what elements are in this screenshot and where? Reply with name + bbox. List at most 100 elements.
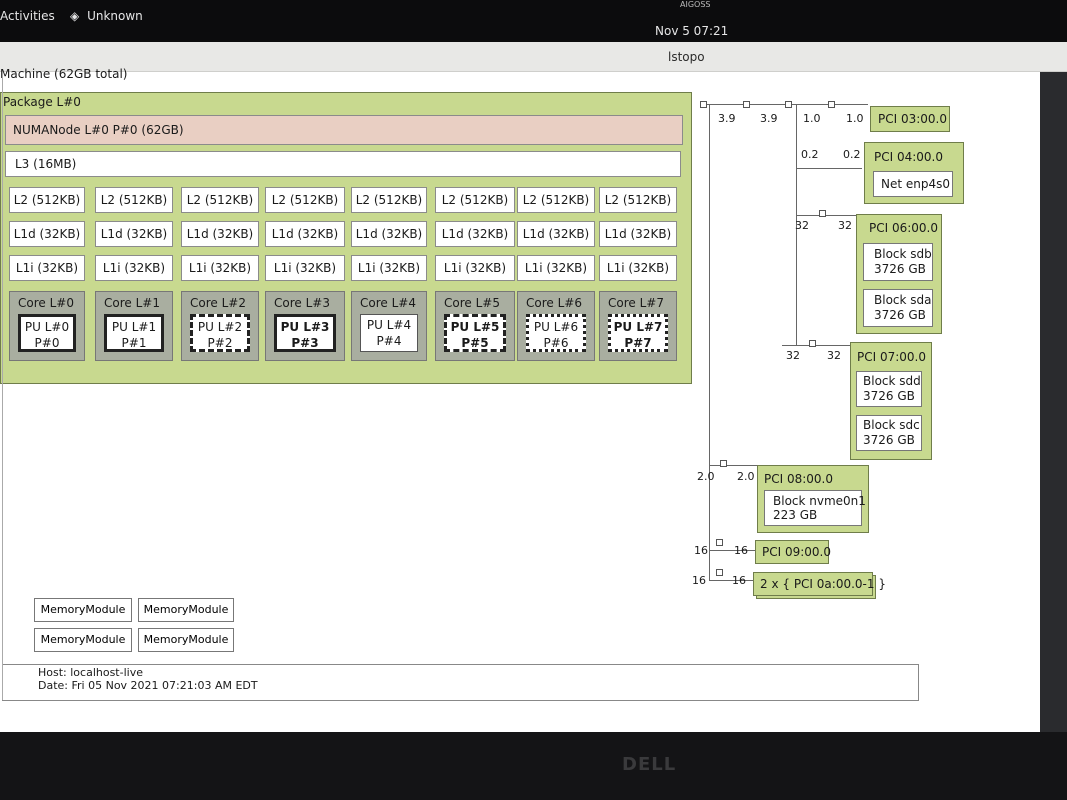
footer-host: Host: localhost-live <box>38 666 143 679</box>
pci-06-box[interactable]: PCI 06:00.0 Block sdb 3726 GB Block sda … <box>856 214 942 334</box>
net-device-box[interactable]: Net enp4s0 <box>873 171 953 197</box>
l1i-cache-box[interactable]: L1i (32KB) <box>599 255 677 281</box>
l1d-cache-label: L1d (32KB) <box>271 227 339 241</box>
core-label: Core L#5 <box>444 296 500 310</box>
l2-cache-label: L2 (512KB) <box>13 193 81 207</box>
clock[interactable]: Nov 5 07:21 <box>655 24 729 38</box>
bridge-port <box>716 539 723 546</box>
pci-07-box[interactable]: PCI 07:00.0 Block sdd 3726 GB Block sdc … <box>850 342 932 460</box>
pci-03-box[interactable]: PCI 03:00.0 <box>870 106 950 132</box>
bridge-port <box>785 101 792 108</box>
l1d-cache-box[interactable]: L1d (32KB) <box>351 221 427 247</box>
app-menu-label: Unknown <box>87 9 143 23</box>
pci-04-box[interactable]: PCI 04:00.0 Net enp4s0 <box>864 142 964 204</box>
l1d-cache-box[interactable]: L1d (32KB) <box>95 221 173 247</box>
block-sdd-box[interactable]: Block sdd 3726 GB <box>856 371 922 407</box>
link-06 <box>796 215 856 216</box>
block-sda-name: Block sda <box>874 293 932 307</box>
l1i-cache-box[interactable]: L1i (32KB) <box>351 255 427 281</box>
memory-module[interactable]: MemoryModule <box>34 598 132 622</box>
memory-module[interactable]: MemoryModule <box>138 628 234 652</box>
link-09 <box>709 550 755 551</box>
pci-06-label: PCI 06:00.0 <box>869 221 938 235</box>
block-sda-box[interactable]: Block sda 3726 GB <box>863 289 933 327</box>
numa-node-box[interactable]: NUMANode L#0 P#0 (62GB) <box>5 115 683 145</box>
machine-label: Machine (62GB total) <box>0 67 128 81</box>
l1d-cache-label: L1d (32KB) <box>355 227 423 241</box>
link-0a <box>709 580 753 581</box>
l1i-cache-box[interactable]: L1i (32KB) <box>435 255 515 281</box>
pu-label: PU L#6 <box>533 320 579 334</box>
app-menu[interactable]: ◈ Unknown <box>70 9 143 23</box>
l2-cache-box[interactable]: L2 (512KB) <box>265 187 345 213</box>
block-nvme-size: 223 GB <box>773 508 818 522</box>
link-03-right: 1.0 <box>846 112 864 125</box>
l1d-cache-box[interactable]: L1d (32KB) <box>517 221 595 247</box>
pu-label: PU L#4 <box>366 318 412 332</box>
l1d-cache-box[interactable]: L1d (32KB) <box>9 221 85 247</box>
pu-physical-index: P#5 <box>461 336 489 350</box>
l2-cache-label: L2 (512KB) <box>522 193 590 207</box>
l1d-cache-box[interactable]: L1d (32KB) <box>599 221 677 247</box>
l2-cache-box[interactable]: L2 (512KB) <box>351 187 427 213</box>
l2-cache-box[interactable]: L2 (512KB) <box>517 187 595 213</box>
l1i-cache-box[interactable]: L1i (32KB) <box>95 255 173 281</box>
l2-cache-box[interactable]: L2 (512KB) <box>599 187 677 213</box>
l1i-cache-box[interactable]: L1i (32KB) <box>265 255 345 281</box>
memory-module[interactable]: MemoryModule <box>34 628 132 652</box>
pci-09-box[interactable]: PCI 09:00.0 <box>755 540 831 564</box>
l2-cache-label: L2 (512KB) <box>355 193 423 207</box>
l1d-cache-box[interactable]: L1d (32KB) <box>435 221 515 247</box>
l2-cache-box[interactable]: L2 (512KB) <box>9 187 85 213</box>
link-06-right: 32 <box>838 219 852 232</box>
l3-cache-label: L3 (16MB) <box>15 157 77 171</box>
bridge-port <box>720 460 727 467</box>
footer-bottom-border <box>2 700 919 701</box>
l2-cache-box[interactable]: L2 (512KB) <box>181 187 259 213</box>
l1d-cache-box[interactable]: L1d (32KB) <box>181 221 259 247</box>
l1i-cache-box[interactable]: L1i (32KB) <box>9 255 85 281</box>
link-07 <box>782 345 850 346</box>
link-07-left: 32 <box>786 349 800 362</box>
l2-cache-box[interactable]: L2 (512KB) <box>435 187 515 213</box>
activities-button[interactable]: Activities <box>0 9 55 23</box>
pci-08-box[interactable]: PCI 08:00.0 Block nvme0n1 223 GB <box>757 465 869 533</box>
dell-logo: DELL <box>622 754 677 775</box>
link-08-left: 2.0 <box>697 470 715 483</box>
block-nvme-box[interactable]: Block nvme0n1 223 GB <box>764 490 866 526</box>
l1d-cache-box[interactable]: L1d (32KB) <box>265 221 345 247</box>
l1i-cache-box[interactable]: L1i (32KB) <box>517 255 595 281</box>
l3-cache-box[interactable]: L3 (16MB) <box>5 151 681 177</box>
pci-0a-box[interactable]: 2 x { PCI 0a:00.0-1 } <box>753 572 886 596</box>
l1i-cache-box[interactable]: L1i (32KB) <box>181 255 259 281</box>
block-sdb-box[interactable]: Block sdb 3726 GB <box>863 243 933 281</box>
package-box[interactable]: Package L#0 NUMANode L#0 P#0 (62GB) L3 (… <box>0 92 692 384</box>
core-label: Core L#0 <box>18 296 74 310</box>
l2-cache-label: L2 (512KB) <box>100 193 168 207</box>
l1i-cache-label: L1i (32KB) <box>524 261 588 275</box>
window-titlebar[interactable]: lstopo <box>0 42 1067 72</box>
l1i-cache-label: L1i (32KB) <box>443 261 507 275</box>
l2-cache-box[interactable]: L2 (512KB) <box>95 187 173 213</box>
pu-physical-index: P#3 <box>291 336 319 350</box>
tree-top-line <box>703 104 797 105</box>
block-sdc-box[interactable]: Block sdc 3726 GB <box>856 415 922 451</box>
l1i-cache-label: L1i (32KB) <box>606 261 670 275</box>
memory-module[interactable]: MemoryModule <box>138 598 234 622</box>
